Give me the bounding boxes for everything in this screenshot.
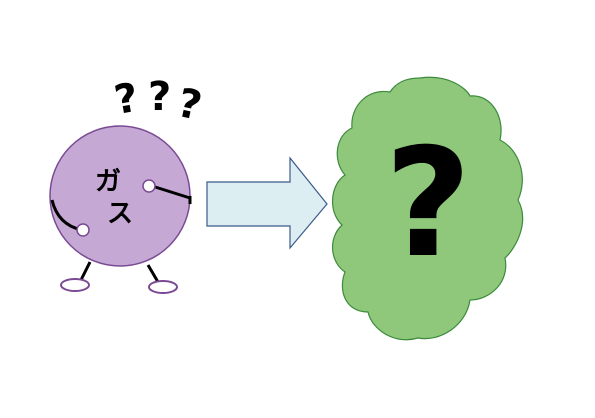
right-shoulder bbox=[142, 179, 156, 193]
left-foot bbox=[60, 278, 90, 292]
left-leg bbox=[78, 261, 92, 283]
right-leg bbox=[146, 264, 160, 283]
gas-label-line-2: ス bbox=[107, 199, 133, 229]
confusion-mark-2: ? bbox=[148, 74, 171, 120]
right-arrow bbox=[206, 156, 328, 250]
cloud-shape bbox=[331, 76, 524, 341]
confusion-mark-3: ? bbox=[173, 80, 205, 130]
confusion-marks: ? ? ? bbox=[111, 74, 206, 130]
gas-label-line-1: ガ bbox=[95, 167, 121, 197]
gas-character: ガ ス bbox=[49, 125, 192, 294]
right-arm bbox=[151, 184, 191, 200]
right-foot bbox=[148, 280, 178, 294]
unknown-cloud: ? bbox=[331, 76, 524, 341]
confusion-mark-1: ? bbox=[111, 75, 142, 124]
left-shoulder bbox=[76, 223, 90, 237]
cloud-question-mark: ? bbox=[384, 117, 471, 291]
